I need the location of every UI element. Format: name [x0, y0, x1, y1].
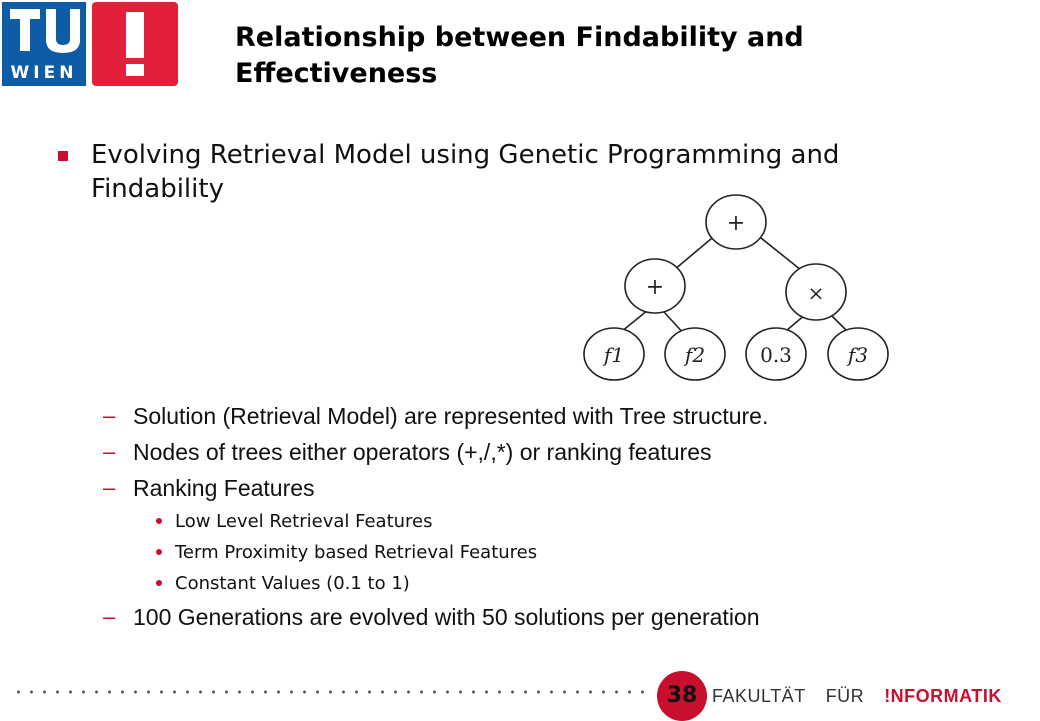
sub-item-text: 100 Generations are evolved with 50 solu… [133, 604, 760, 630]
title-line-1: Relationship between Findability and [235, 22, 804, 53]
list-item: – Solution (Retrieval Model) are represe… [100, 398, 920, 434]
main-bullet-text: Evolving Retrieval Model using Genetic P… [91, 138, 931, 206]
faculty-name: !NFORMATIK [884, 686, 1002, 706]
dash-bullet-icon: – [103, 403, 116, 428]
ranking-feature-text: Term Proximity based Retrieval Features [175, 542, 538, 563]
tree-leaf-2: f2 [683, 343, 705, 367]
tree-leaf-3: 0.3 [760, 343, 792, 367]
sub-item-text: Solution (Retrieval Model) are represent… [133, 403, 769, 429]
tree-leaf-4: f3 [846, 343, 868, 367]
footer-dotted-line [12, 690, 652, 694]
page-number: 38 [657, 671, 707, 721]
ranking-features-list: Low Level Retrieval Features Term Proxim… [100, 506, 920, 599]
list-item: – Nodes of trees either operators (+,/,*… [100, 434, 920, 470]
tree-node-root: + [727, 211, 745, 236]
main-bullet-line-2: Findability [91, 174, 224, 204]
list-item: – 100 Generations are evolved with 50 so… [100, 599, 920, 635]
faculty-prefix: FAKULTÄT [712, 686, 806, 706]
list-item: Low Level Retrieval Features [100, 506, 920, 537]
dash-bullet-icon: – [103, 475, 116, 500]
square-bullet-icon [58, 151, 68, 161]
tree-leaf-1: f1 [602, 343, 624, 367]
faculty-label: FAKULTÄT FÜR !NFORMATIK [712, 684, 1002, 708]
dash-bullet-icon: – [103, 604, 116, 629]
sub-item-text: Ranking Features [133, 475, 315, 501]
exclamation-logo [92, 2, 178, 86]
dash-bullet-icon: – [103, 439, 116, 464]
ranking-feature-text: Low Level Retrieval Features [175, 511, 433, 532]
slide-title: Relationship between Findability and Eff… [235, 20, 935, 92]
ranking-feature-text: Constant Values (0.1 to 1) [175, 573, 410, 594]
tu-wien-logo: WIEN [2, 2, 86, 86]
sub-items-list: – Solution (Retrieval Model) are represe… [100, 398, 920, 635]
sub-item-text: Nodes of trees either operators (+,/,*) … [133, 439, 712, 465]
list-item: Term Proximity based Retrieval Features [100, 537, 920, 568]
tree-node-right: × [808, 281, 825, 305]
main-bullet-line-1: Evolving Retrieval Model using Genetic P… [91, 140, 840, 170]
dot-bullet-icon [156, 580, 162, 586]
gp-tree-diagram: + + × f1 f2 0.3 f3 [578, 188, 894, 384]
dot-bullet-icon [156, 549, 162, 555]
list-item: – Ranking Features [100, 470, 920, 506]
faculty-for: FÜR [825, 686, 865, 706]
list-item: Constant Values (0.1 to 1) [100, 568, 920, 599]
title-line-2: Effectiveness [235, 58, 438, 89]
dot-bullet-icon [156, 518, 162, 524]
svg-text:WIEN: WIEN [11, 63, 78, 83]
ranking-features-group: Low Level Retrieval Features Term Proxim… [100, 506, 920, 599]
tree-node-left: + [646, 275, 664, 300]
